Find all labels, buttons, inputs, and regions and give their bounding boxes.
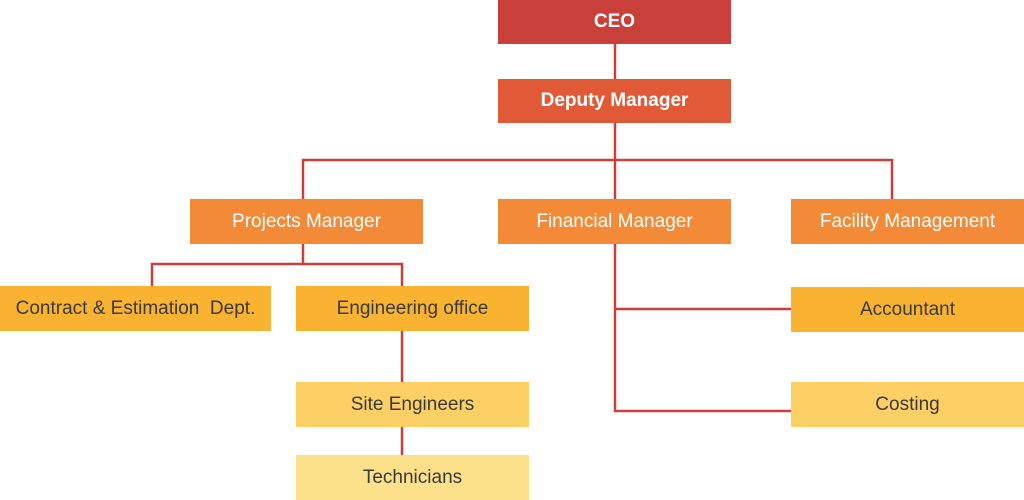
node-ceo: CEO [498, 0, 731, 44]
node-projects-manager: Projects Manager [190, 199, 423, 244]
node-deputy-manager: Deputy Manager [498, 79, 731, 123]
node-costing: Costing [791, 382, 1024, 427]
node-facility-management: Facility Management [791, 199, 1024, 244]
node-contract-estimation: Contract & Estimation Dept. [0, 286, 271, 331]
node-engineering-office: Engineering office [296, 286, 529, 331]
node-technicians: Technicians [296, 455, 529, 500]
node-financial-manager: Financial Manager [498, 199, 731, 244]
node-site-engineers: Site Engineers [296, 382, 529, 427]
node-accountant: Accountant [791, 287, 1024, 332]
